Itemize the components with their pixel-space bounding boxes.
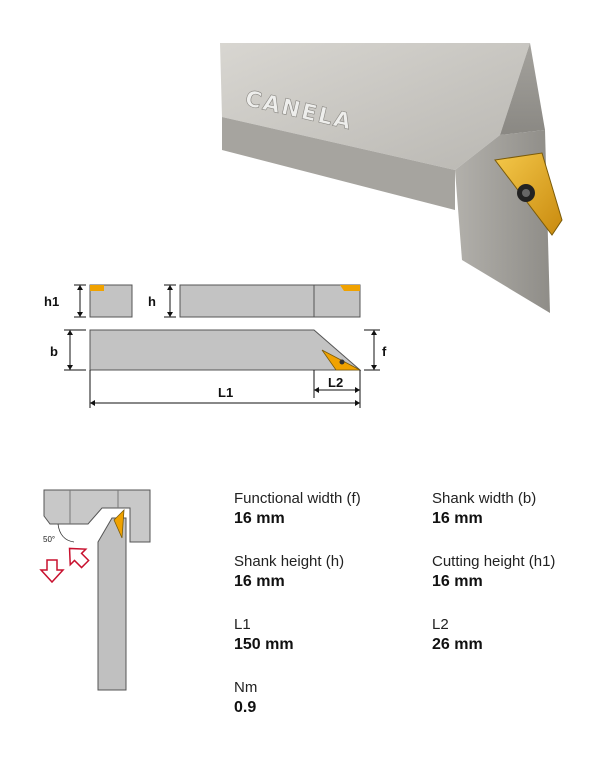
spec-shank-height: Shank height (h) 16 mm xyxy=(234,553,344,592)
spec-value: 0.9 xyxy=(234,699,257,716)
tool-shank xyxy=(97,517,127,691)
angle-label: 50° xyxy=(43,535,55,544)
front-view-insert xyxy=(340,285,360,291)
tool-insert xyxy=(113,508,125,539)
spec-value: 150 mm xyxy=(234,636,294,653)
spec-shank-width: Shank width (b) 16 mm xyxy=(432,490,536,529)
spec-label: Cutting height (h1) xyxy=(432,553,556,570)
side-view-block xyxy=(89,284,133,318)
label-L1: L1 xyxy=(218,385,233,400)
spec-value: 16 mm xyxy=(432,573,483,590)
side-view-insert xyxy=(90,285,104,291)
spec-label: L2 xyxy=(432,616,449,633)
shank-front-face xyxy=(222,117,455,210)
label-L2: L2 xyxy=(328,375,343,390)
spec-nm: Nm 0.9 xyxy=(234,679,257,718)
spec-functional-width: Functional width (f) 16 mm xyxy=(234,490,361,529)
product-photo: CANELA xyxy=(220,43,563,313)
label-h: h xyxy=(148,294,156,309)
spec-label: Shank width (b) xyxy=(432,490,537,507)
spec-value: 26 mm xyxy=(432,636,483,653)
label-b: b xyxy=(50,344,58,359)
spec-value: 16 mm xyxy=(234,573,285,590)
spec-label: Shank height (h) xyxy=(234,553,345,570)
plan-view-screw xyxy=(339,359,345,365)
feed-arrow-down-icon xyxy=(39,559,65,584)
spec-l2: L2 26 mm xyxy=(432,616,483,655)
label-h1: h1 xyxy=(44,294,59,309)
insert-screw-head xyxy=(522,189,530,197)
spec-value: 16 mm xyxy=(234,510,285,527)
dimension-diagram: h1 h b f L2 L1 xyxy=(44,284,387,408)
spec-cutting-height: Cutting height (h1) 16 mm xyxy=(432,553,555,592)
label-f: f xyxy=(382,344,387,359)
spec-label: Functional width (f) xyxy=(234,490,361,507)
machining-schematic: 50° xyxy=(39,489,151,691)
shank-top-face xyxy=(220,43,530,170)
plan-view-shank xyxy=(89,329,362,371)
spec-label: L1 xyxy=(234,616,251,633)
spec-l1: L1 150 mm xyxy=(234,616,294,655)
workpiece xyxy=(43,489,151,543)
front-view-block xyxy=(179,284,361,318)
spec-value: 16 mm xyxy=(432,510,483,527)
head-side-face xyxy=(500,43,545,135)
spec-label: Nm xyxy=(234,679,258,696)
feed-arrow-diagonal-icon xyxy=(68,547,90,569)
